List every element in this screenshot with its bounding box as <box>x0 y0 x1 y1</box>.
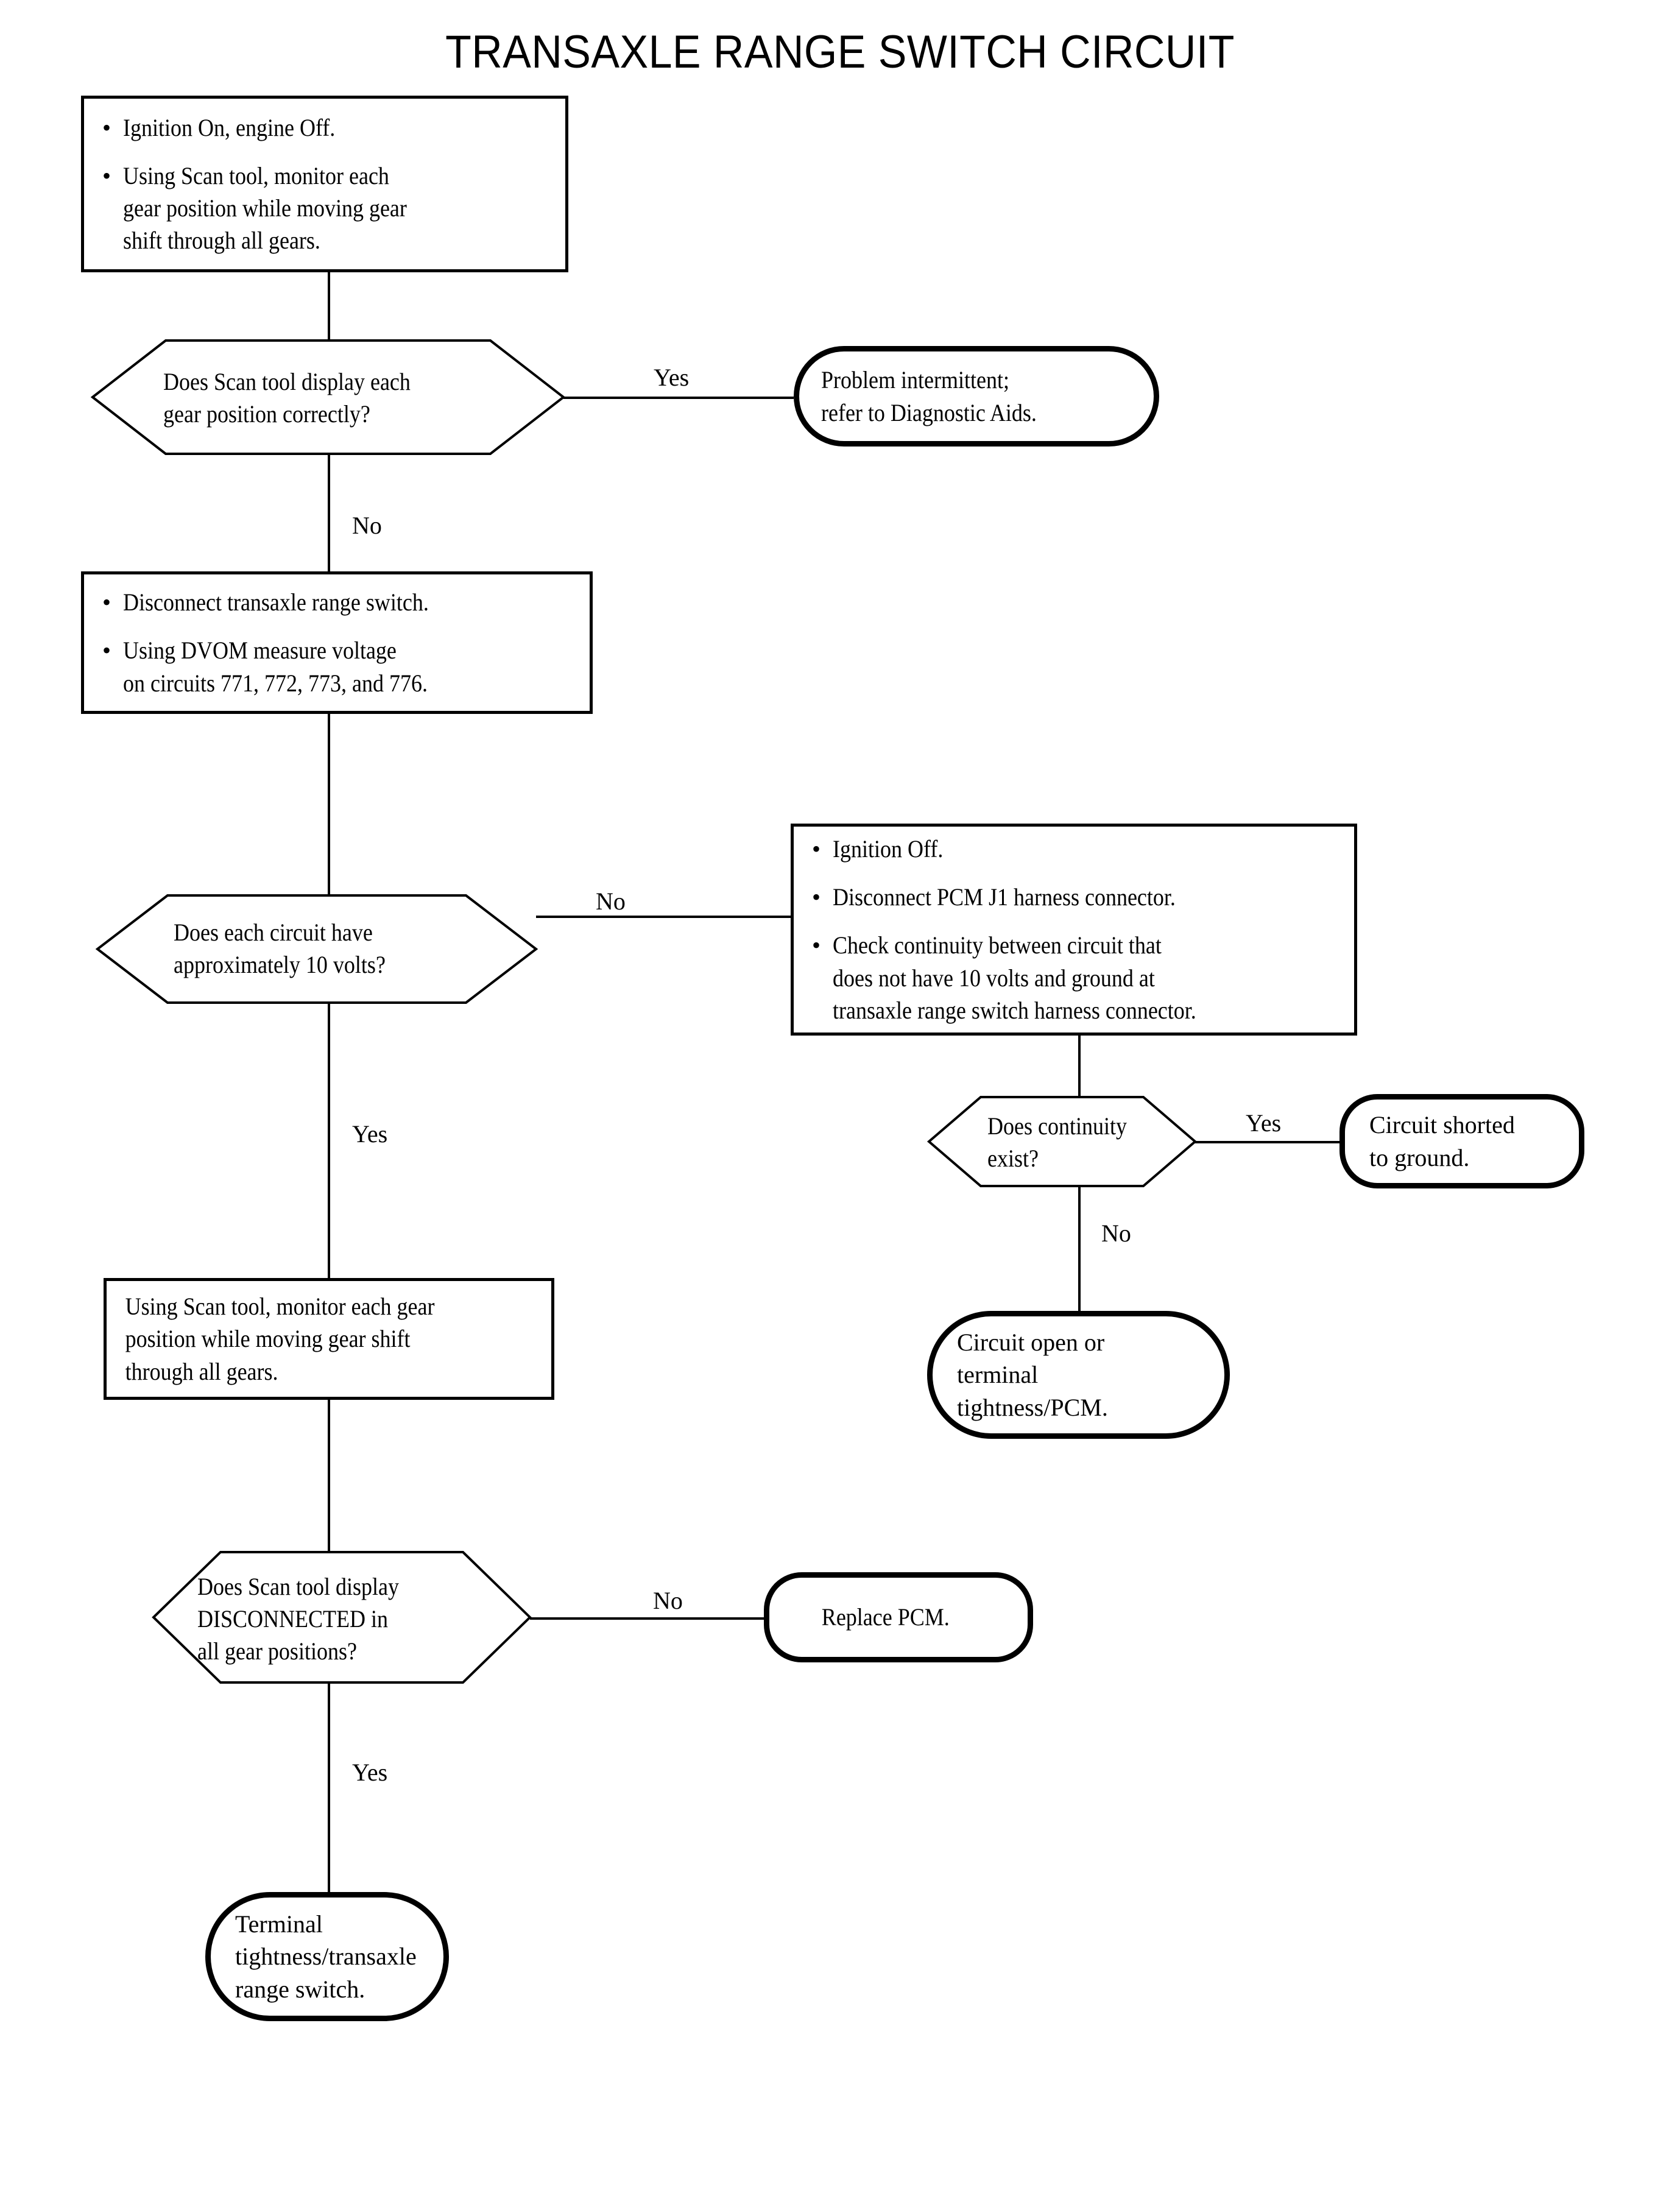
decision-label: Does Scan tool display each gear positio… <box>163 368 411 428</box>
connector-decision1-yes <box>563 397 794 399</box>
connector-decision4-yes <box>328 1682 330 1892</box>
edge-label-decision1-no: No <box>352 512 382 539</box>
hexagon-shape <box>929 1096 1195 1187</box>
hexagon-shape <box>154 1552 530 1683</box>
process-step-4: Using Scan tool, monitor each gear posit… <box>104 1278 554 1400</box>
bullet-text: Using DVOM measure voltage on circuits 7… <box>123 637 428 697</box>
hexagon-shape <box>97 895 536 1003</box>
bullet-text: Check continuity between circuit that do… <box>833 931 1196 1024</box>
decision-label: Does continuity exist? <box>987 1112 1127 1173</box>
process-step-1: • Ignition On, engine Off. • Using Scan … <box>81 96 568 272</box>
bullet-icon: • <box>812 931 821 959</box>
bullet-icon: • <box>812 835 821 863</box>
bullet-item: • Using Scan tool, monitor each gear pos… <box>84 160 565 257</box>
connector-decision3-no <box>1078 1187 1081 1311</box>
terminal-circuit-open-or-terminal-tightness: Circuit open or terminal tightness/PCM. <box>927 1311 1230 1439</box>
connector-step1-to-decision1 <box>328 269 330 340</box>
terminal-label: Circuit shorted to ground. <box>1369 1111 1515 1171</box>
terminal-label: Terminal tightness/transaxle range switc… <box>235 1910 417 2003</box>
connector-decision1-no <box>328 454 330 571</box>
bullet-item: • Ignition On, engine Off. <box>84 111 565 144</box>
connector-step4-to-decision4 <box>328 1400 330 1552</box>
edge-label-decision4-no: No <box>653 1587 683 1614</box>
bullet-icon: • <box>102 113 111 141</box>
decision-label: Does each circuit have approximately 10 … <box>174 919 386 979</box>
bullet-item: • Disconnect transaxle range switch. <box>84 586 590 618</box>
bullet-text: Disconnect transaxle range switch. <box>123 588 429 616</box>
terminal-tightness-transaxle-range-switch: Terminal tightness/transaxle range switc… <box>205 1892 449 2021</box>
decision-scan-tool-display: Does Scan tool display each gear positio… <box>93 340 563 454</box>
process-step-2: • Disconnect transaxle range switch. • U… <box>81 571 593 714</box>
edge-label-decision1-yes: Yes <box>654 364 690 391</box>
decision-continuity-exist: Does continuity exist? <box>929 1096 1195 1187</box>
edge-label-decision2-no: No <box>596 888 626 915</box>
page-title: TRANSAXLE RANGE SWITCH CIRCUIT <box>445 26 1235 78</box>
bullet-item: • Check continuity between circuit that … <box>794 929 1354 1026</box>
bullet-icon: • <box>102 161 111 189</box>
terminal-replace-pcm: Replace PCM. <box>764 1572 1033 1662</box>
edge-label-decision2-yes: Yes <box>352 1120 388 1148</box>
process-step-3: • Ignition Off. • Disconnect PCM J1 harn… <box>791 824 1357 1036</box>
edge-label-decision3-yes: Yes <box>1246 1109 1282 1137</box>
connector-decision2-yes <box>328 959 330 1278</box>
bullet-icon: • <box>812 883 821 911</box>
decision-circuit-10-volts: Does each circuit have approximately 10 … <box>97 895 536 1003</box>
bullet-item: • Ignition Off. <box>794 833 1354 865</box>
bullet-text: Ignition Off. <box>833 835 944 863</box>
bullet-icon: • <box>102 588 111 616</box>
decision-scan-tool-disconnected: Does Scan tool display DISCONNECTED in a… <box>154 1552 530 1683</box>
bullet-text: Using Scan tool, monitor each gear posit… <box>123 161 407 255</box>
edge-label-decision4-yes: Yes <box>352 1759 388 1786</box>
terminal-label: Circuit open or terminal tightness/PCM. <box>957 1329 1108 1421</box>
connector-step3-to-decision3 <box>1078 1036 1081 1096</box>
bullet-text: Disconnect PCM J1 harness connector. <box>833 883 1176 911</box>
edge-label-decision3-no: No <box>1101 1220 1131 1247</box>
bullet-item: • Using DVOM measure voltage on circuits… <box>84 634 590 699</box>
connector-decision3-yes <box>1195 1141 1339 1143</box>
hexagon-shape <box>93 340 563 454</box>
bullet-item: • Disconnect PCM J1 harness connector. <box>794 881 1354 913</box>
bullet-text: Ignition On, engine Off. <box>123 113 336 141</box>
terminal-circuit-shorted-to-ground: Circuit shorted to ground. <box>1339 1094 1584 1188</box>
terminal-problem-intermittent: Problem intermittent; refer to Diagnosti… <box>794 346 1159 447</box>
connector-decision4-no <box>530 1617 764 1620</box>
bullet-icon: • <box>102 637 111 665</box>
terminal-label: Replace PCM. <box>821 1603 950 1631</box>
connector-decision2-no <box>536 916 791 918</box>
connector-step2-to-decision2 <box>328 714 330 895</box>
decision-label: Does Scan tool display DISCONNECTED in a… <box>197 1573 399 1665</box>
terminal-label: Problem intermittent; refer to Diagnosti… <box>821 366 1037 426</box>
process-text: Using Scan tool, monitor each gear posit… <box>125 1293 435 1385</box>
